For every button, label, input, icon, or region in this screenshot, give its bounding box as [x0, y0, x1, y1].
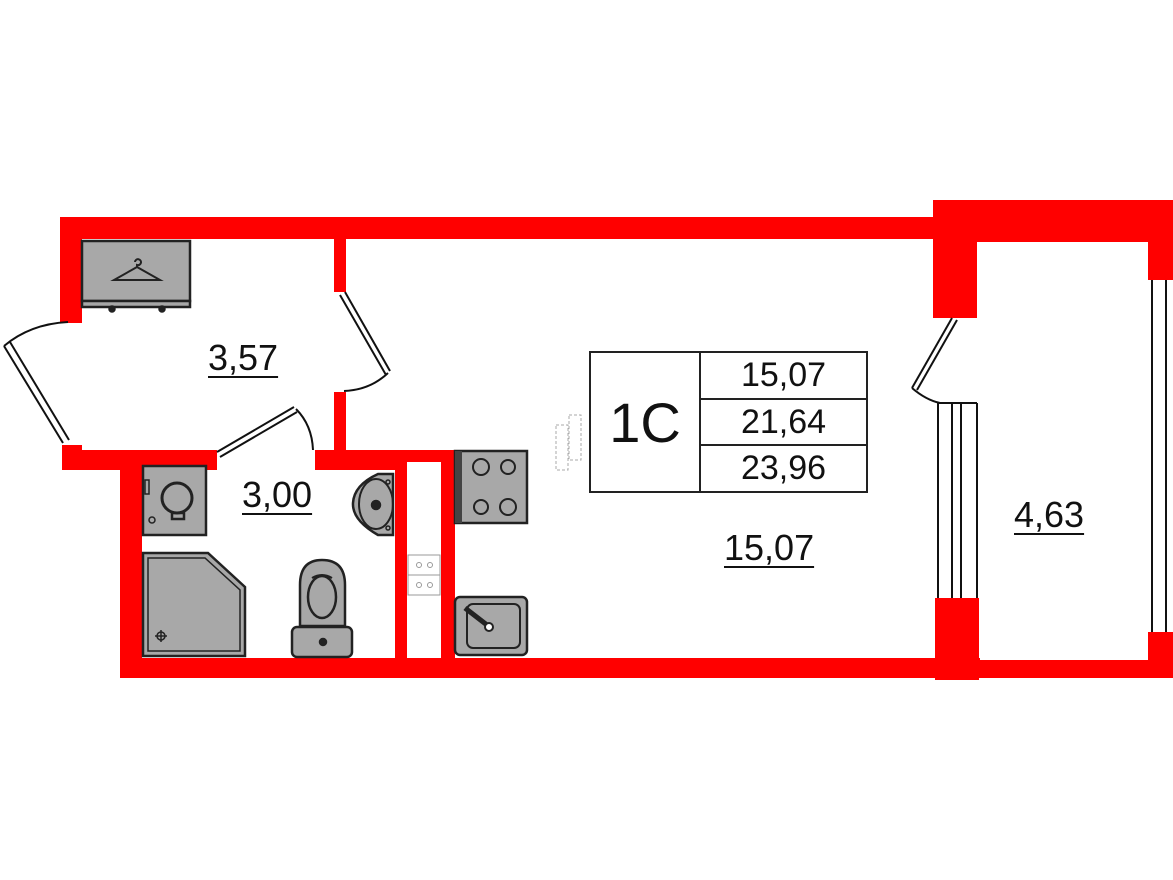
- cooktop-icon: [453, 449, 529, 525]
- toilet-icon: [290, 558, 354, 659]
- washing-machine-icon: [141, 464, 208, 537]
- wardrobe-icon: [80, 239, 192, 313]
- balcony-area-label: 4,63: [1014, 494, 1085, 535]
- bathroom-area-label: 3,00: [242, 474, 313, 515]
- total-area-with-balcony-value: 23,96: [740, 449, 827, 488]
- balcony-window-icon: [1151, 280, 1167, 632]
- bathroom-door-icon: [216, 406, 314, 458]
- studio-area-label: 15,07: [724, 527, 815, 568]
- hanger-icon: [110, 258, 164, 281]
- summary-values: 15,07 21,64 23,96: [701, 353, 866, 491]
- dashed-outline-icon: [555, 406, 604, 471]
- shower-tray-icon: [141, 551, 247, 658]
- kitchen-sink-icon: [453, 595, 529, 657]
- washbasin-icon: [351, 472, 395, 537]
- total-area-value: 21,64: [701, 400, 866, 447]
- ventilation-shaft-icon: [407, 554, 441, 596]
- openings: [3, 280, 1167, 632]
- apartment-type-label: 1С: [591, 353, 701, 491]
- hallway-studio-door-icon: [339, 291, 391, 392]
- hallway-area-label: 3,57: [208, 337, 279, 378]
- balcony-door-icon: [911, 317, 978, 598]
- living-area-value: 15,07: [701, 353, 866, 400]
- entrance-door-icon: [3, 321, 70, 444]
- apartment-summary-table: 1С 15,07 21,64 23,96: [589, 351, 868, 493]
- walls: [60, 200, 1173, 680]
